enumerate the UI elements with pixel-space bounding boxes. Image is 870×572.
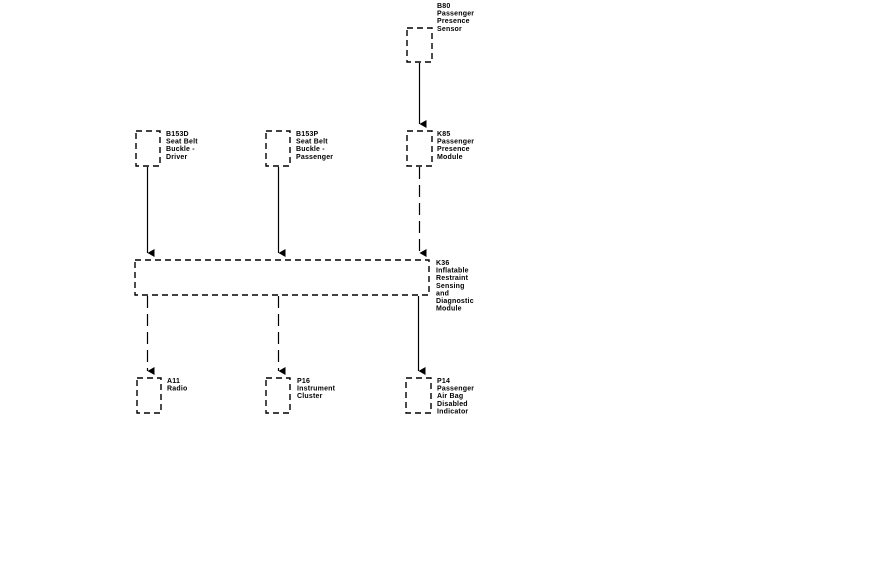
b153p-box: [265, 130, 291, 167]
b153d-label-line: B153D: [166, 131, 189, 138]
k36-label-line: Module: [436, 306, 462, 313]
p14-label-line: Disabled: [437, 401, 468, 408]
p14-label-line: Indicator: [437, 408, 468, 415]
p14-box: [405, 377, 432, 414]
p14-label-line: P14: [437, 378, 450, 385]
b153p-label-line: B153P: [296, 131, 319, 138]
b80-label-line: Passenger: [437, 11, 474, 18]
p14-label-line: Air Bag: [437, 393, 463, 400]
b153p-label-line: Passenger: [296, 154, 333, 161]
b153d-label-line: Buckle -: [166, 146, 195, 153]
b80-label-line: B80: [437, 3, 450, 10]
k36-label-line: and: [436, 290, 449, 297]
k36-label-line: Sensing: [436, 283, 465, 290]
p16-box: [265, 377, 291, 414]
k85-box: [406, 130, 433, 167]
k85-label-line: K85: [437, 131, 450, 138]
a11-label-line: Radio: [167, 386, 187, 393]
k85-label-line: Passenger: [437, 139, 474, 146]
k36-label-line: Inflatable: [436, 268, 469, 275]
p16-label-line: Instrument: [297, 386, 336, 393]
a11-label-line: A11: [167, 378, 180, 385]
p14-label-line: Passenger: [437, 386, 474, 393]
b153p-label-line: Seat Belt: [296, 139, 328, 146]
k36-label-line: Diagnostic: [436, 298, 474, 305]
k36-label-line: Restraint: [436, 275, 469, 282]
a11-box: [136, 377, 162, 414]
k85-label-line: Presence: [437, 146, 470, 153]
b80-label-line: Sensor: [437, 26, 462, 33]
k85-label-line: Module: [437, 154, 463, 161]
b153d-box: [135, 130, 161, 167]
b153d-label-line: Seat Belt: [166, 139, 198, 146]
b80-box: [406, 27, 433, 63]
k36-label-line: K36: [436, 260, 449, 267]
b153p-label-line: Buckle -: [296, 146, 325, 153]
k36-box: [134, 259, 430, 296]
b80-label-line: Presence: [437, 18, 470, 25]
p16-label-line: P16: [297, 378, 310, 385]
b153d-label-line: Driver: [166, 154, 188, 161]
p16-label-line: Cluster: [297, 393, 323, 400]
